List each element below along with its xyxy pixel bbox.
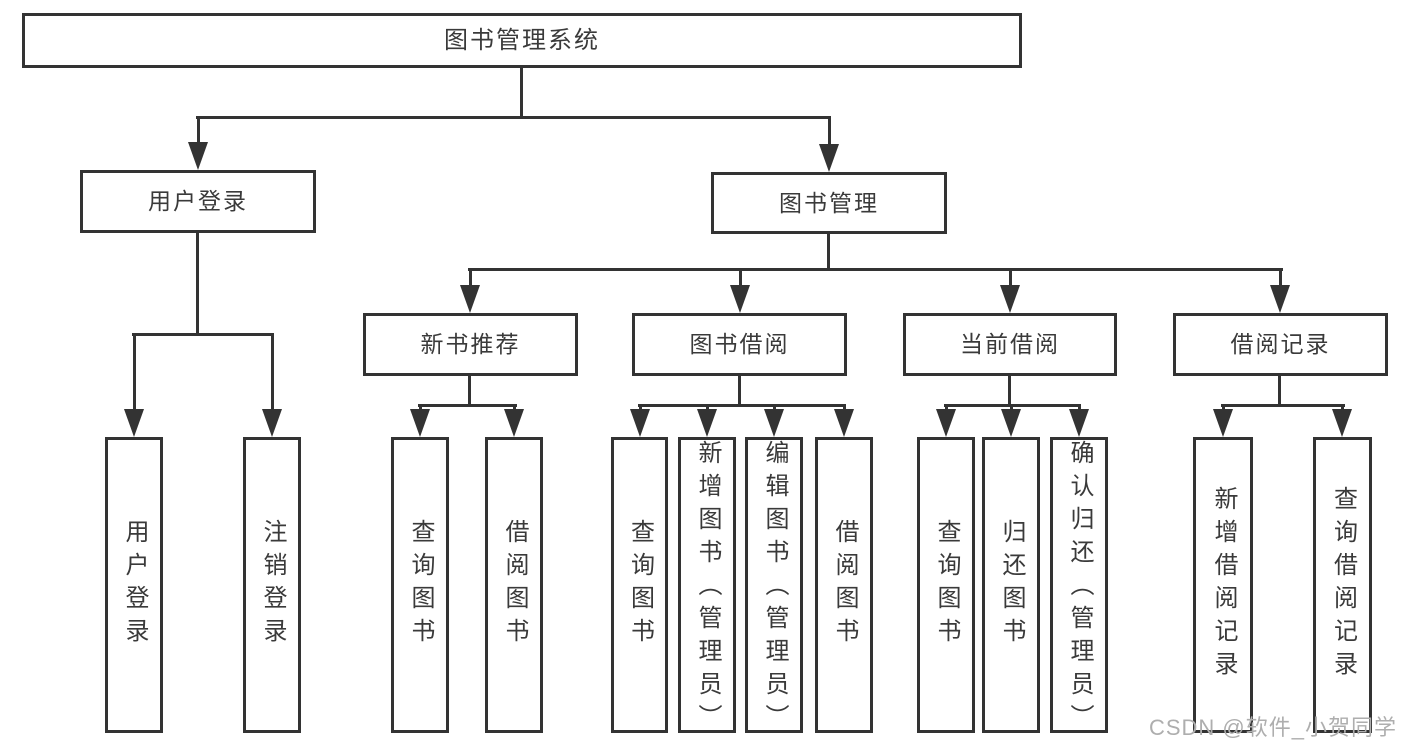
- leaf-query-borrow-record: 查询借阅记录: [1313, 437, 1372, 733]
- connector-root-stem: [520, 68, 523, 119]
- node-new-book-recommend: 新书推荐: [363, 313, 578, 376]
- arrow-recommend-query-icon: [410, 404, 430, 437]
- arrow-current-query-icon: [936, 404, 956, 437]
- arrow-to-borrow-records-icon: [1270, 268, 1290, 313]
- arrow-to-current-borrow-icon: [1000, 268, 1020, 313]
- arrow-records-add-icon: [1213, 404, 1233, 437]
- arrow-borrow-borrow-icon: [834, 404, 854, 437]
- leaf-edit-books-admin-label: 编辑图书（管理员）: [761, 440, 788, 737]
- leaf-user-login-label: 用户登录: [121, 519, 148, 651]
- arrow-borrow-add-icon: [697, 404, 717, 437]
- arrow-to-leaf-user-login-icon: [124, 333, 144, 437]
- leaf-borrow-books: 借阅图书: [815, 437, 873, 733]
- leaf-add-books-admin: 新增图书（管理员）: [678, 437, 736, 737]
- node-book-borrow: 图书借阅: [632, 313, 847, 376]
- leaf-confirm-return-admin: 确认归还（管理员）: [1050, 437, 1108, 737]
- arrow-records-query-icon: [1332, 404, 1352, 437]
- connector-user-login-bus: [132, 333, 274, 336]
- arrow-recommend-borrow-icon: [504, 404, 524, 437]
- arrow-to-leaf-logout-icon: [262, 333, 282, 437]
- leaf-return-books-label: 归还图书: [998, 519, 1025, 651]
- leaf-add-borrow-record: 新增借阅记录: [1193, 437, 1253, 733]
- connector-borrow-stem: [738, 374, 741, 407]
- arrow-to-book-borrow-icon: [730, 268, 750, 313]
- arrow-to-new-book-recommend-icon: [460, 268, 480, 313]
- node-new-book-recommend-label: 新书推荐: [420, 331, 521, 357]
- leaf-current-query-books-label: 查询图书: [933, 519, 960, 651]
- arrow-to-user-login-icon: [188, 116, 208, 170]
- leaf-borrow-query-books: 查询图书: [611, 437, 668, 733]
- connector-records-bus: [1221, 404, 1345, 407]
- connector-recommend-stem: [468, 374, 471, 407]
- csdn-watermark: CSDN @软件_小贺同学: [1148, 715, 1397, 740]
- arrow-to-book-management-icon: [819, 116, 839, 172]
- node-root-label: 图书管理系统: [444, 26, 600, 54]
- node-current-borrow-label: 当前借阅: [960, 331, 1060, 357]
- leaf-user-login: 用户登录: [105, 437, 163, 733]
- node-borrow-records: 借阅记录: [1173, 313, 1388, 376]
- node-book-borrow-label: 图书借阅: [689, 331, 790, 357]
- node-root: 图书管理系统: [22, 13, 1022, 68]
- leaf-borrow-books-label: 借阅图书: [831, 519, 858, 651]
- leaf-recommend-borrow-books: 借阅图书: [485, 437, 543, 733]
- connector-recommend-bus: [418, 404, 517, 407]
- leaf-edit-books-admin: 编辑图书（管理员）: [745, 437, 803, 737]
- connector-book-management-bus: [468, 268, 1283, 271]
- leaf-logout: 注销登录: [243, 437, 301, 733]
- node-borrow-records-label: 借阅记录: [1230, 331, 1331, 357]
- connector-current-stem: [1008, 374, 1011, 407]
- leaf-recommend-query-books: 查询图书: [391, 437, 449, 733]
- arrow-current-return-icon: [1001, 404, 1021, 437]
- leaf-recommend-query-books-label: 查询图书: [407, 519, 434, 651]
- node-user-login-label: 用户登录: [148, 188, 248, 214]
- connector-book-management-stem: [827, 232, 830, 271]
- node-book-management: 图书管理: [711, 172, 947, 234]
- leaf-add-books-admin-label: 新增图书（管理员）: [694, 440, 721, 737]
- node-current-borrow: 当前借阅: [903, 313, 1117, 376]
- leaf-query-borrow-record-label: 查询借阅记录: [1329, 486, 1357, 684]
- leaf-logout-label: 注销登录: [259, 519, 286, 651]
- leaf-add-borrow-record-label: 新增借阅记录: [1210, 486, 1237, 684]
- leaf-current-query-books: 查询图书: [917, 437, 975, 733]
- connector-user-login-stem: [196, 231, 199, 336]
- leaf-return-books: 归还图书: [982, 437, 1040, 733]
- arrow-borrow-query-icon: [630, 404, 650, 437]
- leaf-recommend-borrow-books-label: 借阅图书: [501, 519, 528, 651]
- connector-records-stem: [1278, 374, 1281, 407]
- arrow-borrow-edit-icon: [764, 404, 784, 437]
- connector-root-bus: [196, 116, 830, 119]
- connector-borrow-bus: [638, 404, 846, 407]
- node-book-management-label: 图书管理: [779, 189, 879, 216]
- node-user-login: 用户登录: [80, 170, 316, 233]
- leaf-borrow-query-books-label: 查询图书: [626, 519, 654, 651]
- arrow-current-confirm-icon: [1069, 404, 1089, 437]
- leaf-confirm-return-admin-label: 确认归还（管理员）: [1066, 440, 1093, 737]
